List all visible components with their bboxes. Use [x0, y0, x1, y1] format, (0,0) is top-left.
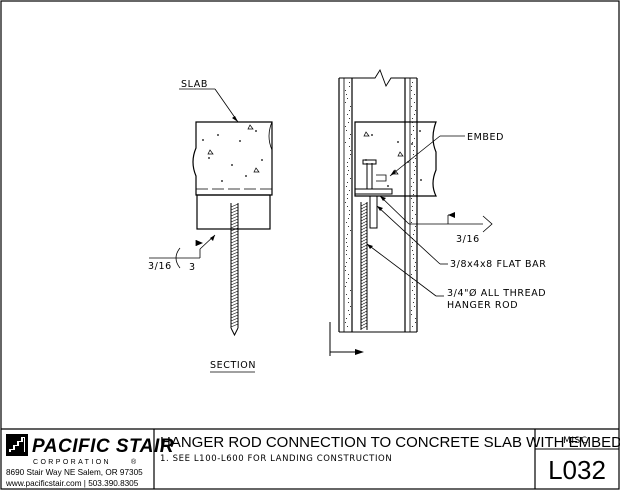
hanger-rod-label-line1: 3/4"Ø ALL THREAD [447, 288, 546, 299]
company-name: PACIFIC STAIR [32, 436, 174, 457]
flat-bar-elevation [369, 195, 378, 229]
concrete-hatch [202, 124, 263, 182]
stringer-right [404, 78, 418, 332]
weld-left-size: 3/16 [148, 261, 172, 272]
registered-mark: ® [131, 458, 139, 466]
elevation-view: EMBED 3/16 3/8x4x8 FLAT BAR 3/4"Ø ALL TH… [329, 68, 546, 356]
hanger-rod-elevation [360, 202, 368, 330]
sheet-number: L032 [548, 455, 606, 485]
flat-bar-label: 3/8x4x8 FLAT BAR [450, 259, 546, 270]
embed-label: EMBED [467, 132, 504, 143]
section-label: SECTION [210, 360, 256, 371]
hanger-rod-label-line2: HANGER ROD [447, 300, 518, 311]
weld-symbol-left [149, 234, 216, 269]
stringer-left [338, 78, 353, 332]
weld-symbol-right [379, 195, 493, 233]
slab-leader [179, 88, 239, 123]
category-label: MISC. [563, 436, 591, 446]
company-address: 8690 Stair Way NE Salem, OR 97305 [6, 468, 143, 477]
detail-title: HANGER ROD CONNECTION TO CONCRETE SLAB W… [160, 434, 620, 451]
hanger-rod-leader [366, 243, 444, 297]
slab [192, 121, 273, 196]
slab-label: SLAB [181, 79, 208, 90]
embed-plate [354, 159, 393, 195]
flat-bar-section [196, 194, 271, 230]
flat-bar-leader [376, 205, 448, 265]
detail-note: 1. SEE L100-L600 FOR LANDING CONSTRUCTIO… [160, 454, 392, 464]
hanger-rod-section [230, 203, 239, 337]
title-block: PACIFIC STAIR CORPORATION ® 8690 Stair W… [1, 428, 620, 489]
section-view: SLAB 3/16 3 SECTION [148, 79, 273, 373]
company-sub: CORPORATION [33, 459, 111, 466]
company-logo [6, 434, 28, 456]
weld-left-length: 3 [189, 262, 196, 273]
break-line-top [339, 68, 417, 88]
weld-right-size: 3/16 [456, 234, 480, 245]
section-cut-marker [329, 322, 364, 356]
embed-leader [389, 135, 465, 177]
company-contact: www.pacificstair.com | 503.390.8305 [5, 479, 139, 488]
